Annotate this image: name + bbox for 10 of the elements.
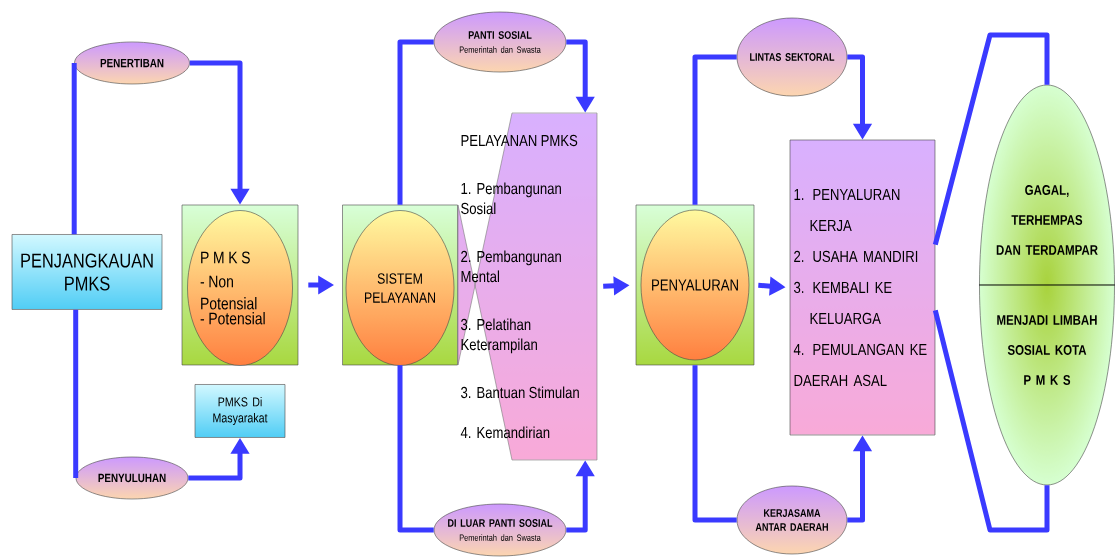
oval-label: PENYULUHAN xyxy=(75,456,189,500)
group-box: PMKS Di Masyarakat xyxy=(194,384,286,438)
oval-label: PENERTIBAN xyxy=(74,41,190,85)
outcome-oval: GAGAL, TERHEMPAS DAN TERDAMPAR MENJADI LIMBAH SOSIAL KOTA P M K S xyxy=(978,84,1116,486)
oval-label: KERJASAMA ANTAR DAERAH xyxy=(736,485,848,555)
oval-label: LINTAS SEKTORAL xyxy=(736,17,848,97)
outreach-box: PENJANGKAUAN PMKS xyxy=(11,234,163,310)
oval-label: PANTI SOSIAL Pemerintah dan Swasta xyxy=(433,11,567,73)
oval-label: DI LUAR PANTI SOSIAL Pemerintah dan Swasta xyxy=(433,503,567,557)
list-box: 1. PENYALURAN KERJA 2. USAHA MANDIRI 3. KEMBALI KE KELUARGA 4. PEMULANGAN KE DAERAH ASAL xyxy=(789,139,936,436)
